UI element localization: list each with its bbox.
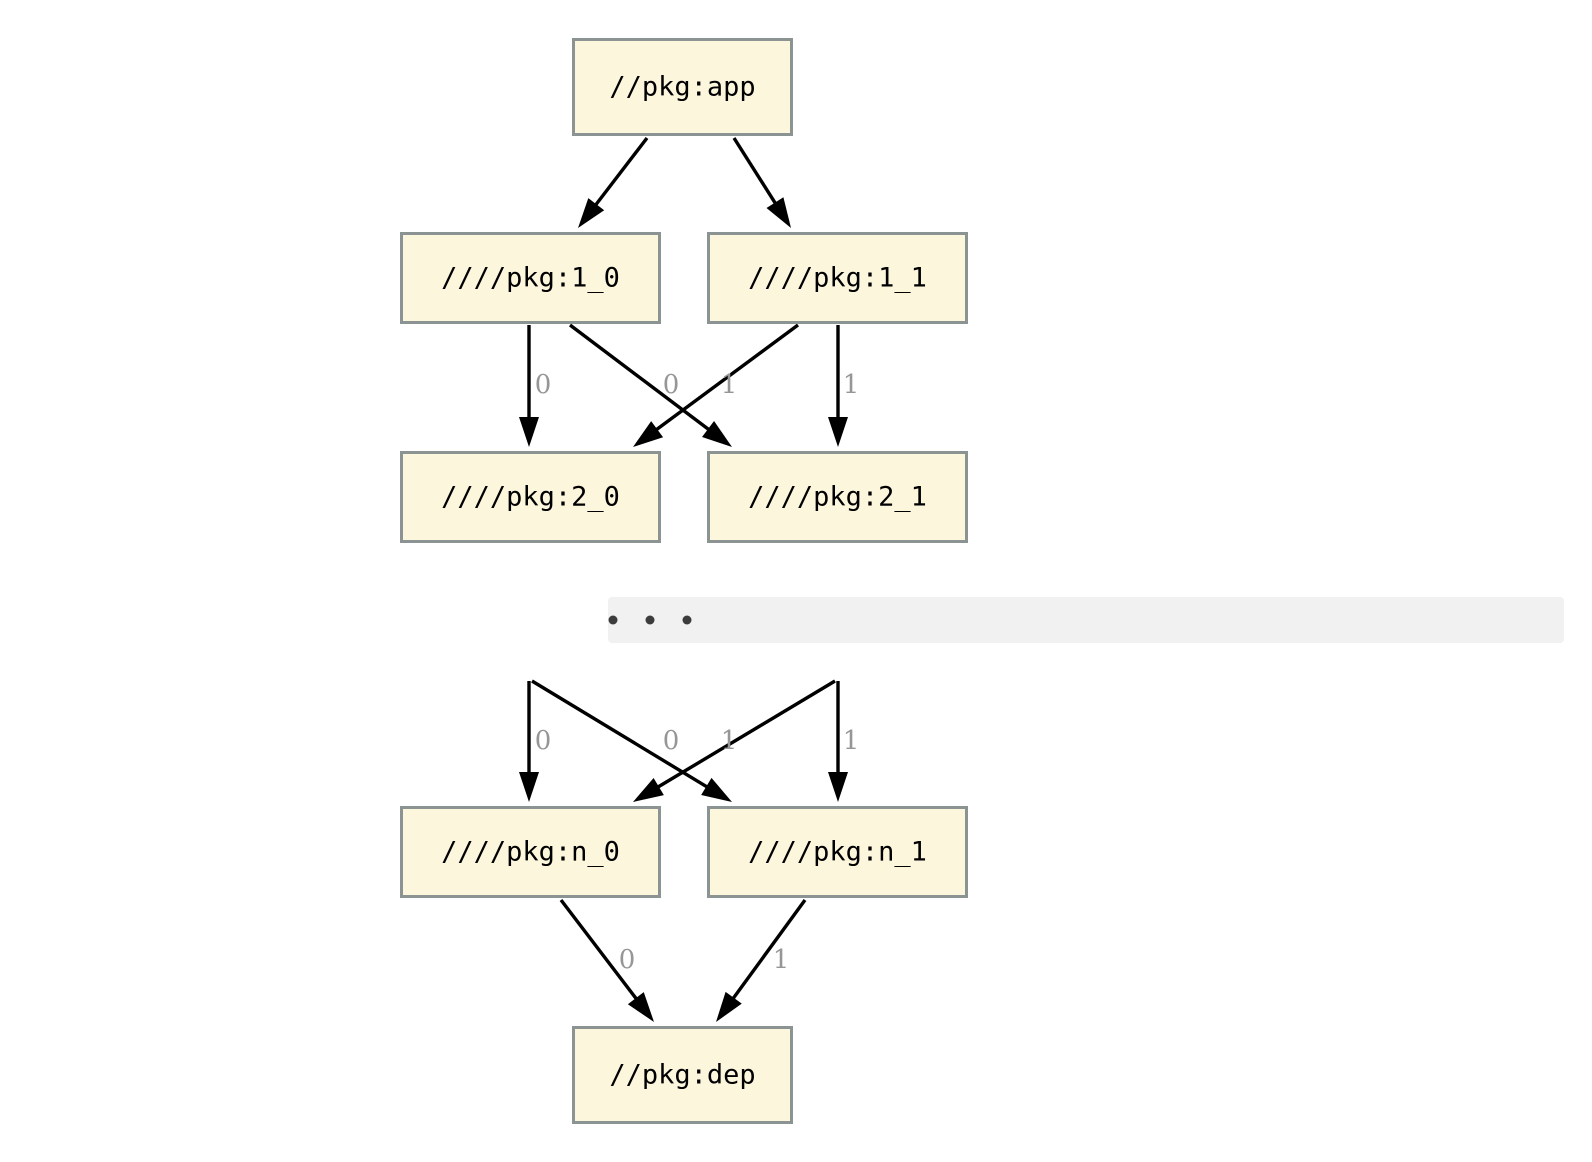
node-label: ////pkg:n_0 (441, 837, 620, 868)
graph-edge (568, 323, 713, 433)
edges-layer (519, 136, 848, 1022)
graph-node-app[interactable]: //pkg:app (572, 38, 793, 136)
node-label: ////pkg:2_0 (441, 482, 620, 513)
node-label: ////pkg:n_1 (748, 837, 927, 868)
node-box[interactable] (400, 232, 661, 324)
edge-label: 0 (663, 370, 680, 400)
graph-node-nn_0[interactable]: ////pkg:n_0 (400, 806, 661, 898)
edge-arrowhead-icon (766, 197, 791, 228)
edge-label: 1 (843, 370, 860, 400)
node-label: //pkg:app (609, 72, 755, 103)
edge-label: 0 (535, 726, 552, 756)
node-label: ////pkg:2_1 (748, 482, 927, 513)
ellipsis-band (608, 597, 1564, 643)
graph-edge (654, 679, 836, 791)
edge-labels-layer: 0 0 1 1 0 0 1 1 0 1 (535, 370, 860, 975)
ellipsis-dot (645, 615, 655, 625)
node-box[interactable] (572, 38, 793, 136)
graph-node-n1_0[interactable]: ////pkg:1_0 (400, 232, 661, 324)
node-box[interactable] (400, 806, 661, 898)
ellipsis-band-layer (608, 597, 1564, 643)
edge-arrowhead-icon (701, 777, 732, 802)
node-label: ////pkg:1_0 (441, 263, 620, 294)
graph-edge (592, 136, 649, 209)
edge-label: 1 (721, 370, 738, 400)
edge-arrowhead-icon (633, 778, 664, 802)
edge-label: 0 (619, 945, 636, 975)
edge-label: 1 (721, 726, 738, 756)
node-label: //pkg:dep (609, 1060, 755, 1091)
edge-label: 1 (843, 726, 860, 756)
nodes-layer: //pkg:app ////pkg:1_0 ////pkg:1_1 ////pkg:2… (400, 38, 968, 1124)
edge-label: 1 (773, 945, 790, 975)
graph-node-n2_1[interactable]: ////pkg:2_1 (707, 451, 968, 543)
graph-node-dep[interactable]: //pkg:dep (572, 1026, 793, 1124)
edge-arrowhead-icon (633, 421, 664, 447)
node-box[interactable] (707, 451, 968, 543)
edge-arrowhead-icon (627, 992, 654, 1022)
graph-edge (652, 323, 800, 433)
graph-edge (729, 898, 807, 1002)
ellipsis-dot (608, 615, 618, 625)
graph-edge (732, 137, 779, 207)
edge-arrowhead-icon (519, 772, 539, 802)
graph-node-n1_1[interactable]: ////pkg:1_1 (707, 232, 968, 324)
graph-node-n2_0[interactable]: ////pkg:2_0 (400, 451, 661, 543)
edge-arrowhead-icon (828, 417, 848, 447)
edge-arrowhead-icon (716, 991, 742, 1022)
edge-arrowhead-icon (702, 420, 732, 447)
node-box[interactable] (707, 232, 968, 324)
graph-edge (559, 898, 640, 1003)
node-box[interactable] (400, 451, 661, 543)
graph-node-nn_1[interactable]: ////pkg:n_1 (707, 806, 968, 898)
edge-arrowhead-icon (578, 198, 605, 228)
edge-arrowhead-icon (519, 417, 539, 447)
node-box[interactable] (707, 806, 968, 898)
ellipsis-dot (682, 615, 692, 625)
edge-label: 0 (663, 726, 680, 756)
edge-label: 0 (535, 370, 552, 400)
node-label: ////pkg:1_1 (748, 263, 927, 294)
node-box[interactable] (572, 1026, 793, 1124)
graph-edge (531, 679, 711, 790)
edge-arrowhead-icon (828, 772, 848, 802)
